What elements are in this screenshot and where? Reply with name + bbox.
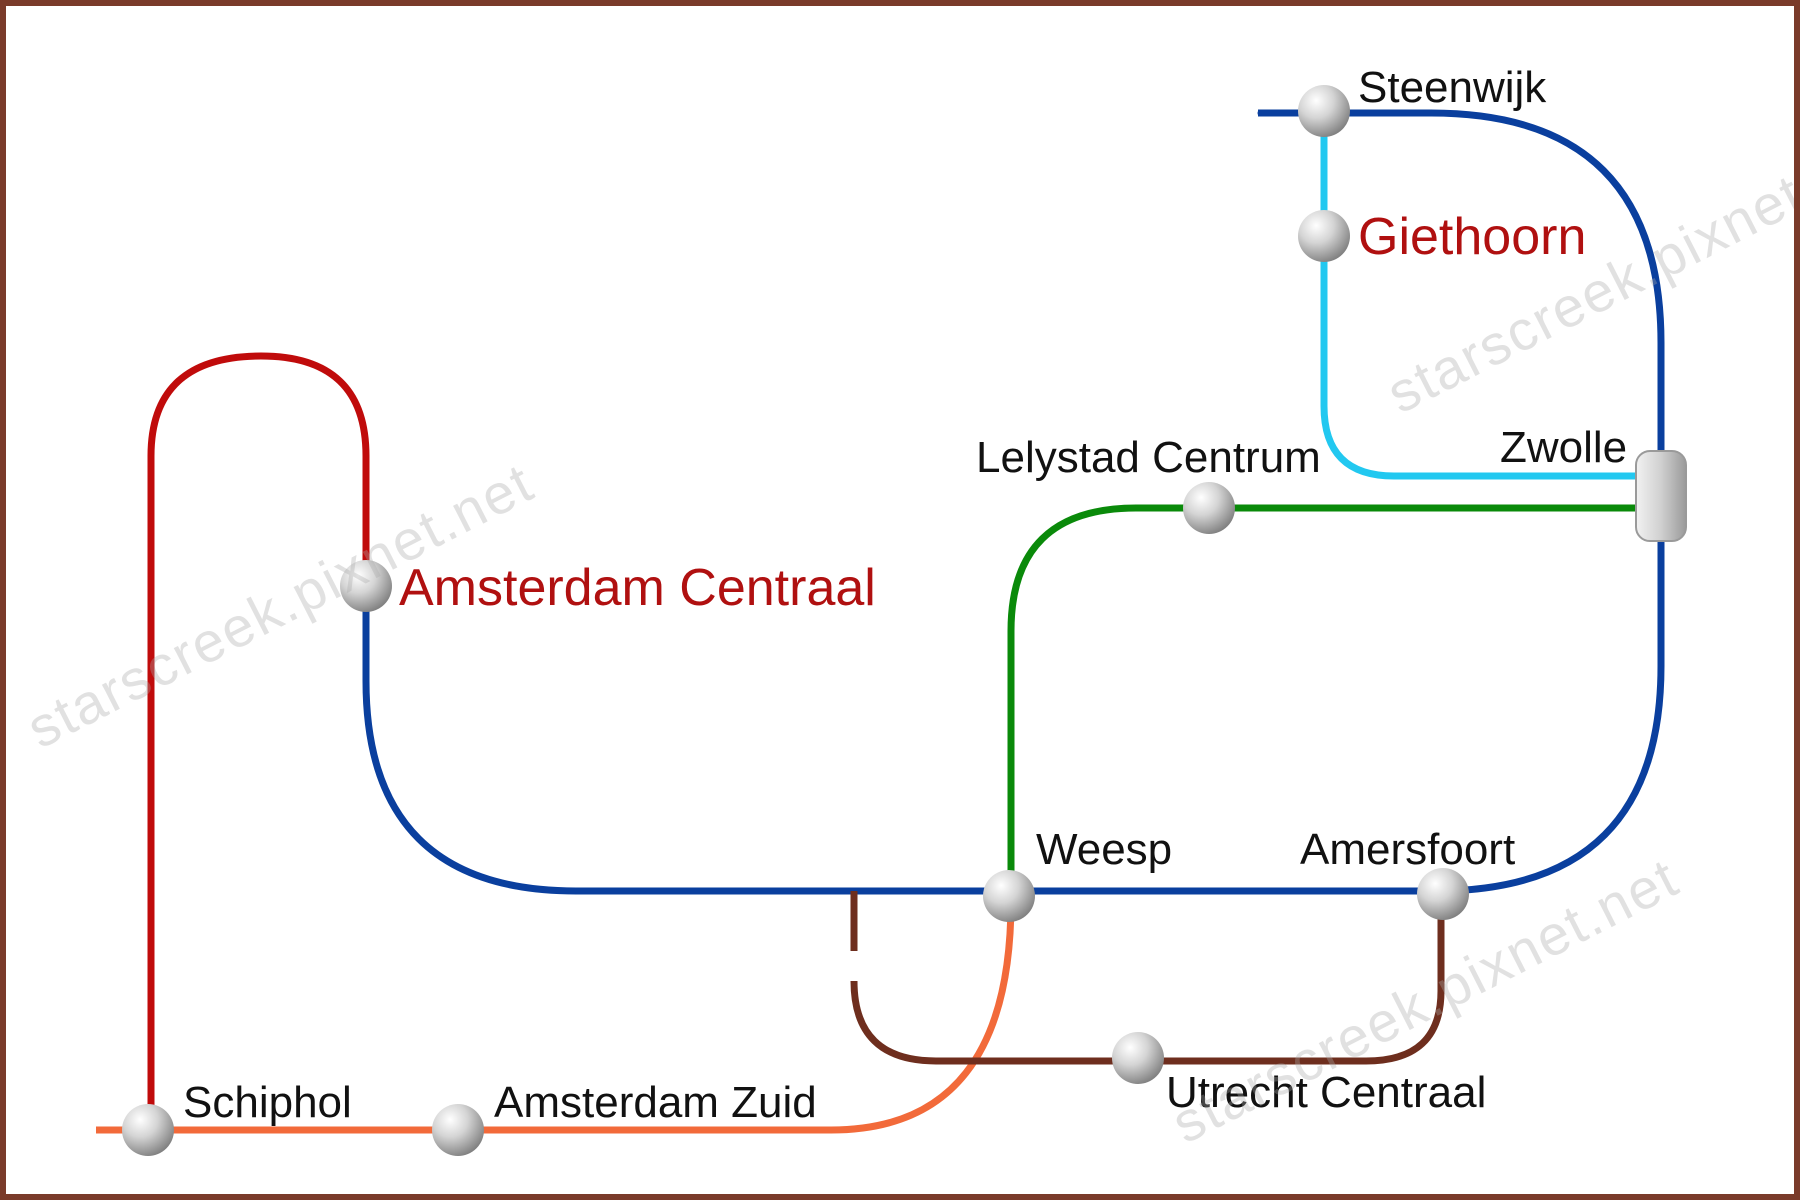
- green-line: [1007, 504, 1656, 891]
- station-label-utrecht: Utrecht Centraal: [1166, 1068, 1487, 1117]
- station-steenwijk-marker[interactable]: [1298, 85, 1350, 137]
- route-lines: [96, 85, 1687, 1156]
- station-label-amersfoort: Amersfoort: [1300, 825, 1516, 874]
- station-label-zwolle: Zwolle: [1500, 423, 1628, 472]
- station-lelystad-marker[interactable]: [1183, 482, 1235, 534]
- zwolle-hub-marker[interactable]: [1635, 450, 1687, 542]
- station-schiphol-marker[interactable]: [122, 1104, 174, 1156]
- station-giethoorn-marker[interactable]: [1298, 210, 1350, 262]
- blue-line: [362, 109, 1665, 895]
- light-blue-line: [1320, 113, 1656, 480]
- station-label-lelystad: Lelystad Centrum: [976, 433, 1321, 482]
- station-label-steenwijk: Steenwijk: [1358, 63, 1547, 112]
- station-label-amsterdam-centraal: Amsterdam Centraal: [399, 559, 876, 617]
- orange-line: [96, 900, 1015, 1134]
- station-label-schiphol: Schiphol: [183, 1078, 352, 1127]
- station-amsterdam-zuid-marker[interactable]: [432, 1104, 484, 1156]
- station-label-weesp: Weesp: [1036, 825, 1173, 874]
- station-utrecht-marker[interactable]: [1112, 1032, 1164, 1084]
- station-label-giethoorn: Giethoorn: [1358, 208, 1587, 266]
- station-label-amsterdam-zuid: Amsterdam Zuid: [494, 1078, 817, 1127]
- station-weesp-marker[interactable]: [983, 870, 1035, 922]
- station-amersfoort-marker[interactable]: [1417, 868, 1469, 920]
- station-amsterdam-centraal-marker[interactable]: [340, 560, 392, 612]
- red-line: [147, 352, 370, 1126]
